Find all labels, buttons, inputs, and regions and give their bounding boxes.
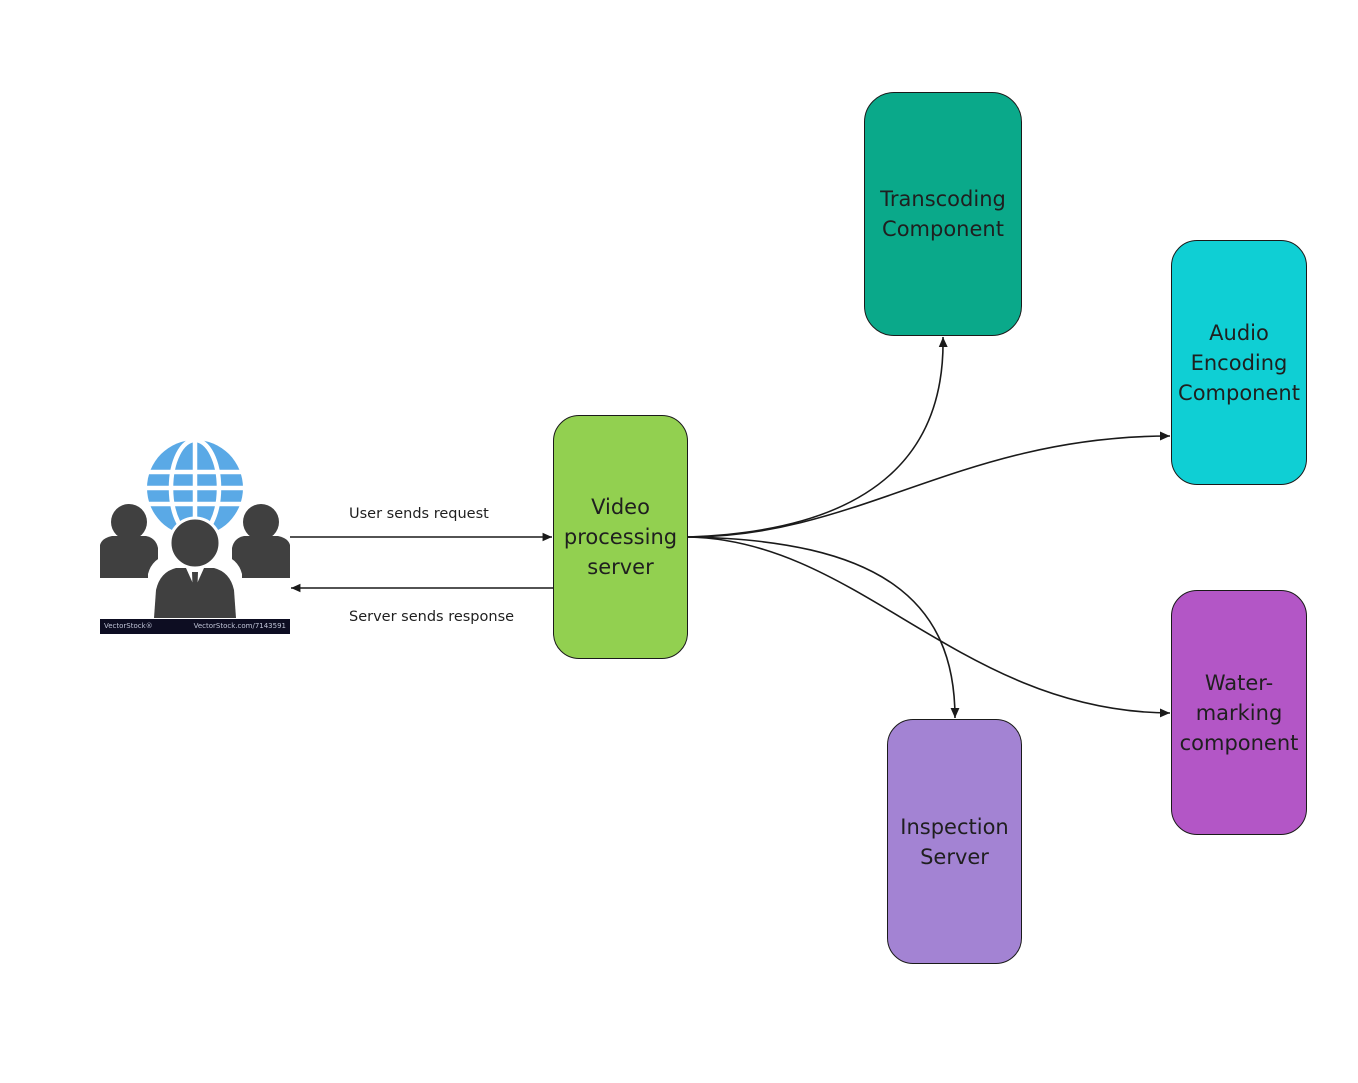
edge-to-audio (687, 431, 1171, 538)
edge-label-request: User sends request (349, 506, 489, 522)
edge-to-watermark (687, 536, 1171, 718)
node-transcoding-component[interactable]: Transcoding Component (864, 92, 1022, 336)
edge-to-transcoding (687, 336, 948, 538)
person-left-icon (100, 504, 158, 578)
edge-label-response: Server sends response (349, 609, 515, 625)
node-inspection-server[interactable]: Inspection Server (887, 719, 1022, 964)
node-audio-encoding-component[interactable]: Audio Encoding Component (1171, 240, 1307, 485)
watermark-right-text: VectorStock.com/7143591 (193, 622, 286, 630)
person-right-icon (232, 504, 290, 578)
node-watermarking-component[interactable]: Water- marking component (1171, 590, 1307, 835)
node-video-processing-server[interactable]: Video processing server (553, 415, 688, 659)
watermark-left-text: VectorStock® (104, 622, 153, 630)
stock-watermark: VectorStock® VectorStock.com/7143591 (100, 619, 290, 634)
users-globe-icon (100, 440, 290, 620)
person-center-icon (154, 516, 236, 618)
edge-to-inspection (687, 536, 960, 719)
